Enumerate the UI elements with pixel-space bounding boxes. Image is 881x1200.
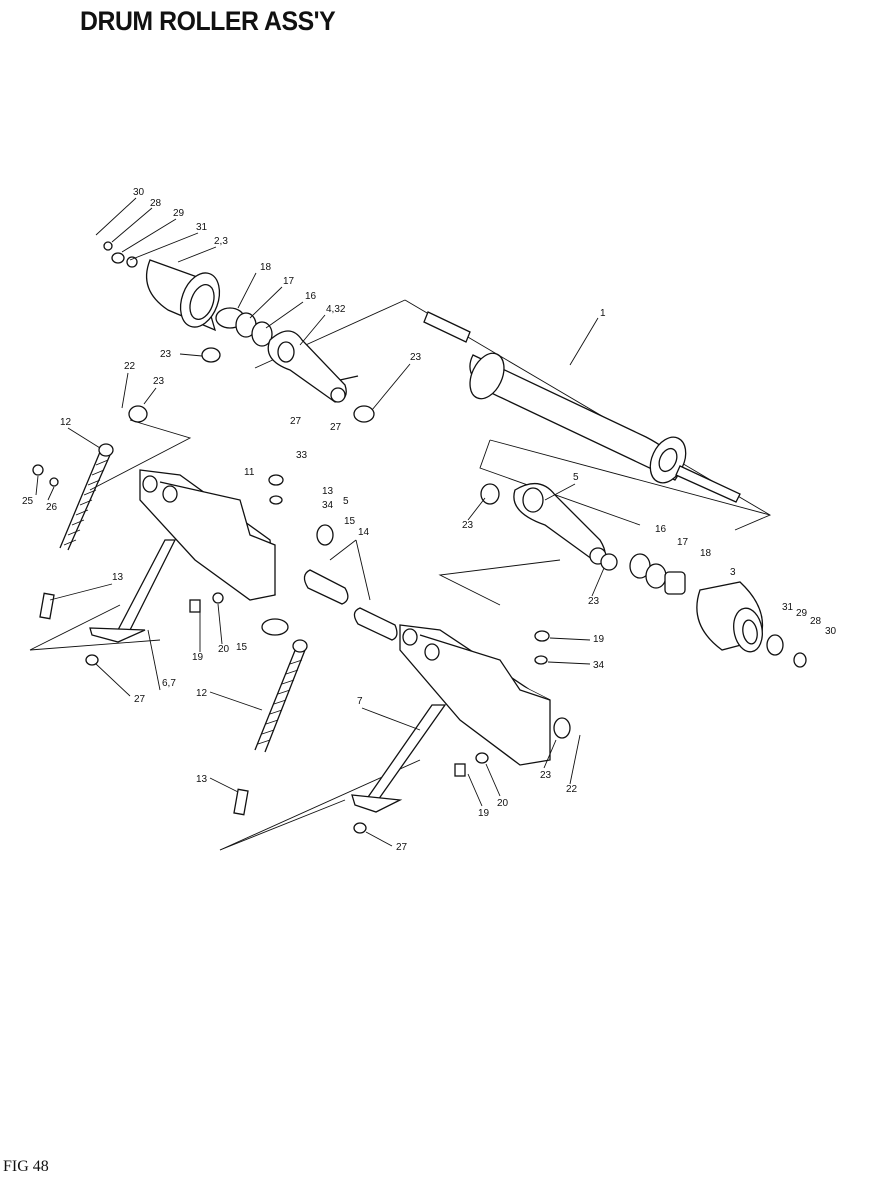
callout: 25 (22, 496, 34, 507)
callout: 2,3 (214, 236, 228, 247)
callout: 18 (260, 262, 272, 273)
callout: 23 (462, 520, 474, 531)
callout: 27 (396, 842, 408, 853)
callout: 27 (134, 694, 146, 705)
callout: 13 (112, 572, 124, 583)
callout: 13 (322, 486, 334, 497)
spring-part-12-upper (32, 443, 114, 620)
spring-part-12-lower (233, 639, 308, 816)
callout: 20 (218, 644, 230, 655)
assembly-frame-lines (29, 299, 771, 851)
left-bracket (85, 469, 349, 666)
callout: 29 (173, 208, 185, 219)
callout: 27 (330, 422, 342, 433)
drum-roller-part-1 (423, 311, 741, 503)
callout: 30 (133, 187, 145, 198)
callout: 15 (344, 516, 356, 527)
callout: 18 (700, 548, 712, 559)
callout: 13 (196, 774, 208, 785)
callout: 14 (358, 527, 370, 538)
callout: 23 (410, 352, 422, 363)
callout: 6,7 (162, 678, 176, 689)
callout: 31 (782, 602, 794, 613)
callout: 4,32 (326, 304, 346, 315)
callout: 20 (497, 798, 509, 809)
left-arm-part-4-32 (128, 330, 375, 423)
callout: 11 (244, 467, 255, 478)
callout-labels: 30 28 29 31 2,3 18 17 16 4,32 23 1 22 23… (22, 187, 837, 853)
callout: 34 (322, 500, 334, 511)
callout: 12 (196, 688, 208, 699)
left-end-cap-part-2-3 (103, 241, 273, 363)
callout: 33 (296, 450, 308, 461)
leader-lines (35, 197, 605, 847)
figure-number: FIG 48 (3, 1158, 49, 1175)
callout: 1 (600, 308, 606, 319)
callout: 19 (478, 808, 490, 819)
callout: 23 (153, 376, 165, 387)
right-arm-part-5 (480, 483, 618, 571)
callout: 19 (192, 652, 204, 663)
callout: 5 (573, 472, 579, 483)
callout: 27 (290, 416, 302, 427)
callout: 5 (343, 496, 349, 507)
callout: 23 (588, 596, 600, 607)
callout: 7 (357, 696, 363, 707)
diagram-title: DRUM ROLLER ASS'Y (80, 6, 336, 36)
callout: 26 (46, 502, 58, 513)
right-bracket (351, 607, 571, 834)
callout: 17 (283, 276, 295, 287)
callout: 3 (730, 567, 736, 578)
callout: 22 (124, 361, 136, 372)
callout: 16 (655, 524, 667, 535)
callout: 29 (796, 608, 808, 619)
callout: 16 (305, 291, 317, 302)
callout: 22 (566, 784, 578, 795)
right-end-cap-part-3 (629, 553, 807, 668)
callout: 23 (160, 349, 172, 360)
callout: 34 (593, 660, 605, 671)
callout: 17 (677, 537, 689, 548)
callout: 28 (150, 198, 162, 209)
callout: 30 (825, 626, 837, 637)
callout: 28 (810, 616, 822, 627)
callout: 19 (593, 634, 605, 645)
callout: 23 (540, 770, 552, 781)
callout: 31 (196, 222, 208, 233)
callout: 12 (60, 417, 72, 428)
callout: 15 (236, 642, 248, 653)
